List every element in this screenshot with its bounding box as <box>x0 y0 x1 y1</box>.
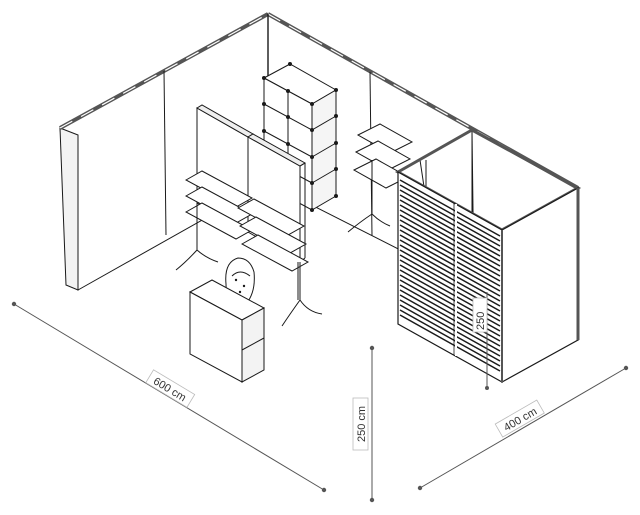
height-label: 250 cm <box>356 406 368 442</box>
back-shelving <box>347 123 414 233</box>
panel-height-dimension: 250 <box>472 292 489 390</box>
height-dimension: 250 cm <box>352 345 375 503</box>
left-wall <box>59 12 269 291</box>
panel-height-label: 250 <box>475 312 487 330</box>
display-panels <box>175 104 323 327</box>
depth-dimension: 400 cm <box>417 365 629 491</box>
storage-room <box>394 128 582 384</box>
width-dimension: 600 cm <box>11 301 327 493</box>
counter <box>188 279 266 383</box>
